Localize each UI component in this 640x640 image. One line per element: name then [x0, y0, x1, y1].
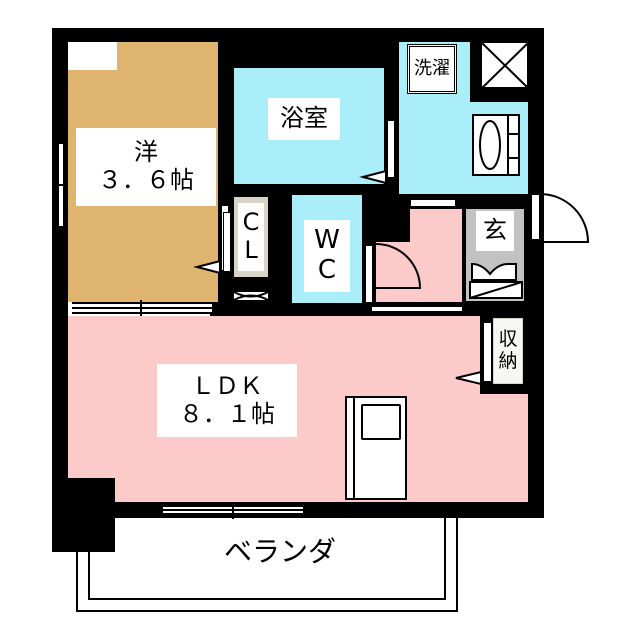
shoe-box-icon: [469, 262, 523, 299]
toilet-label-c: C: [317, 255, 337, 285]
pipe-shaft: [481, 42, 529, 89]
hallway-top-window: [410, 199, 456, 207]
entrance-label: 玄: [476, 211, 514, 251]
kitchen-counter-edge: [353, 398, 355, 498]
ldk-label: ＬＤＫ ８．１帖: [157, 364, 297, 437]
closet-label: C L: [238, 203, 264, 271]
front-door-panel[interactable]: [531, 194, 540, 240]
laundry-space: 洗濯: [407, 44, 457, 94]
western-room-label: 洋 ３．６帖: [76, 128, 216, 206]
western-door-arrow-icon: [193, 259, 221, 275]
balcony-outer-rail: [76, 518, 458, 612]
closet-label-c: C: [242, 208, 260, 237]
balcony-label: ベランダ: [223, 535, 336, 568]
closet-label-l: L: [244, 236, 258, 264]
room-ldk-bottom: [115, 478, 528, 502]
western-room-size: ３．６帖: [98, 166, 194, 194]
closet-door-panel[interactable]: [223, 212, 231, 272]
washbasin-bowl-icon: [479, 116, 520, 176]
front-door-swing-icon: [539, 193, 590, 243]
ldk-room-name: ＬＤＫ: [191, 371, 263, 400]
bath-door-arrow-icon: [359, 169, 387, 185]
storage-door-panel[interactable]: [483, 322, 492, 382]
hallway-door-swing-icon: [375, 243, 422, 289]
toilet-label: W C: [304, 220, 350, 292]
closet-folding-door[interactable]: [233, 291, 269, 301]
hallway-lower: [376, 242, 462, 302]
western-ldk-window-mid: [72, 307, 212, 309]
western-window-mullion: [53, 184, 67, 186]
outer-wall-left: [52, 28, 68, 552]
kitchen-sink: [361, 404, 401, 440]
storage-label: 収 納: [494, 319, 522, 383]
toilet-door-panel[interactable]: [365, 245, 373, 303]
hallway-ldk-opening: [372, 305, 462, 313]
bath-label: 浴室: [268, 98, 340, 140]
washbasin: [472, 114, 520, 176]
toilet-label-w: W: [314, 225, 340, 256]
ldk-room-size: ８．１帖: [179, 399, 275, 428]
shaft-cross-icon: [481, 42, 529, 89]
storage-label-1: 収: [498, 328, 518, 351]
kitchen-counter: [345, 396, 407, 500]
balcony-inner-rail: [88, 518, 446, 600]
folding-door-icon: [233, 291, 269, 301]
ldk-balcony-window-mullion: [232, 503, 234, 519]
room-western-notch: [117, 42, 218, 72]
bath-door-panel[interactable]: [387, 120, 395, 178]
storage-door-arrow-icon: [455, 370, 482, 386]
storage-label-2: 納: [498, 350, 518, 372]
western-room-name: 洋: [134, 138, 158, 167]
room-ldk: [68, 316, 528, 478]
western-ldk-window-mullion: [140, 300, 142, 316]
